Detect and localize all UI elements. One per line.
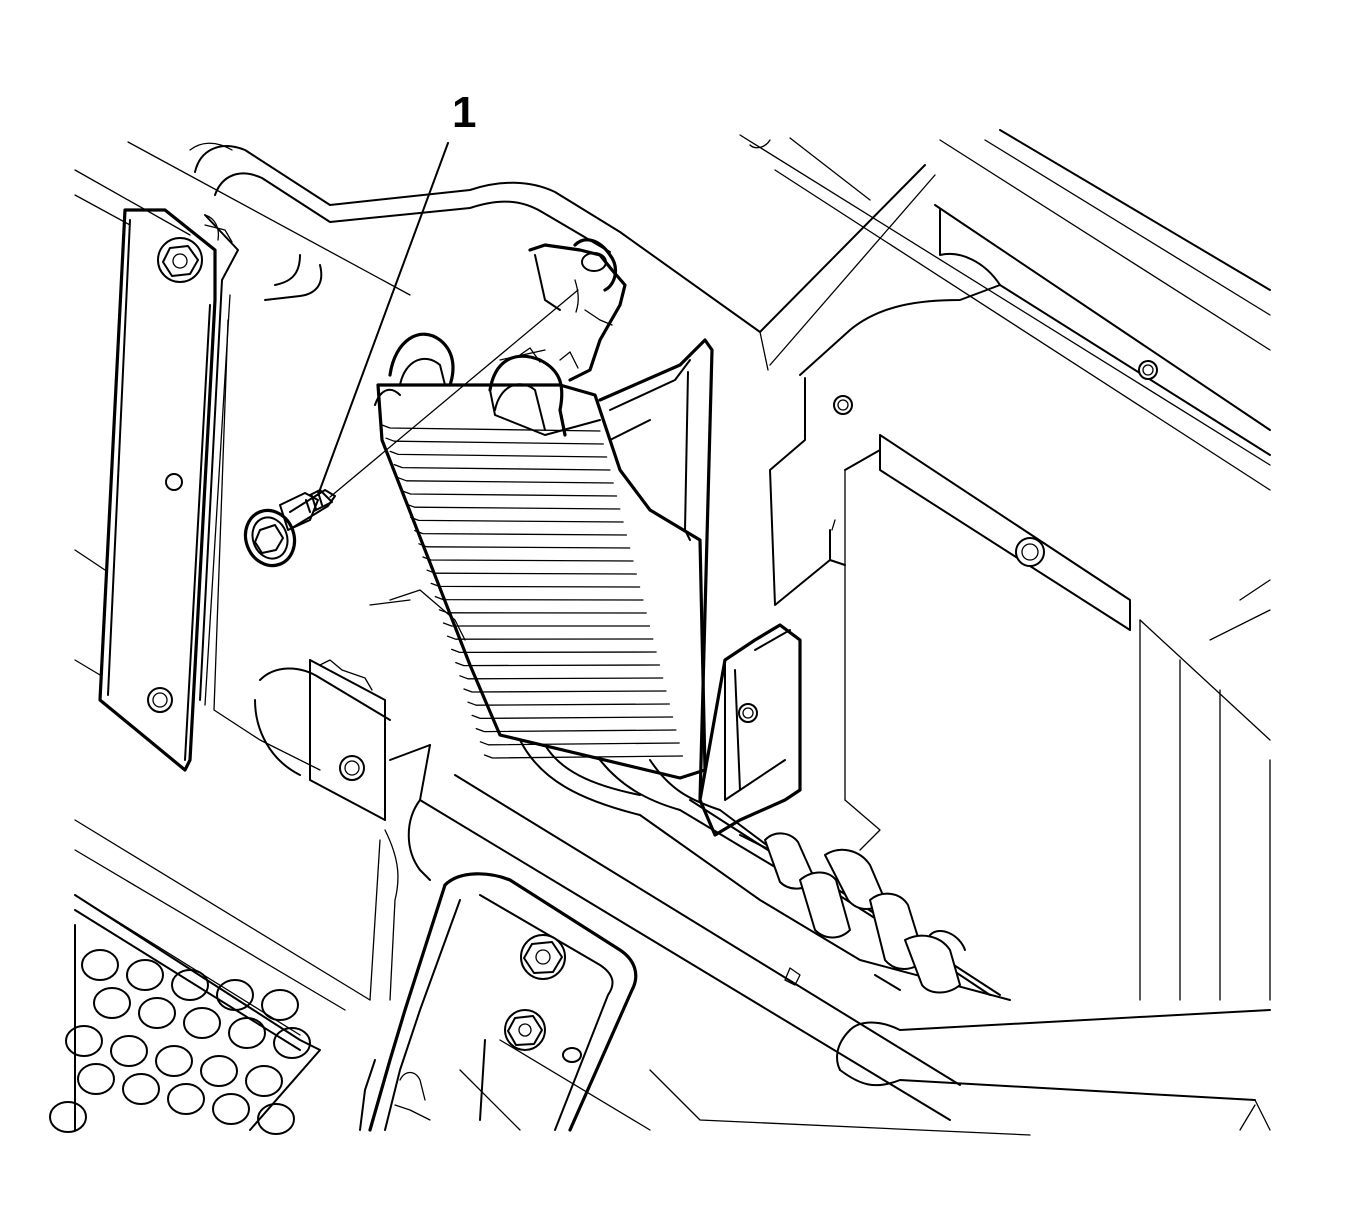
grille-hole <box>273 1027 311 1059</box>
cooler-fin <box>438 609 647 614</box>
grille-hole <box>77 1063 115 1095</box>
grille-hole <box>155 1045 193 1077</box>
cooler-fin <box>459 675 664 680</box>
cooler-fin <box>410 516 624 523</box>
install-line <box>329 289 579 498</box>
cooler-fin <box>451 648 657 654</box>
cooler-fin <box>422 556 634 562</box>
grille-hole <box>167 1083 205 1115</box>
fitting-1 <box>764 832 851 939</box>
top-cooler-bracket <box>499 238 627 382</box>
cooler-fin <box>393 463 611 471</box>
nut-icon <box>1015 537 1045 567</box>
grille-hole <box>200 1055 238 1087</box>
grille-hole <box>81 949 119 981</box>
cooler-fin <box>483 754 684 759</box>
left-lower-bracket <box>254 589 466 821</box>
cooler-lines <box>519 739 1011 1001</box>
cooler-fin <box>467 701 670 706</box>
nut-icon <box>157 237 203 283</box>
grille-hole <box>245 1065 283 1097</box>
cooler-fin <box>471 714 674 720</box>
grille-hole <box>212 1093 250 1125</box>
lower-center-bracket <box>359 872 638 1132</box>
cooler-fin <box>463 688 667 693</box>
right-cooler-bracket <box>598 338 802 837</box>
grille-hole <box>183 1007 221 1039</box>
callout-1: 1 <box>317 88 476 496</box>
cooler-fin <box>446 635 654 640</box>
grille-hole <box>122 1073 160 1105</box>
background-structure <box>74 129 1271 1136</box>
grille-hole <box>171 969 209 1001</box>
nut-icon <box>520 934 566 980</box>
grille-hole <box>228 1017 266 1049</box>
oil-cooler <box>374 332 707 780</box>
grille-hole <box>261 989 299 1021</box>
cooler-fin <box>479 741 680 746</box>
grille-hole <box>257 1103 295 1135</box>
grille-hole <box>49 1101 87 1133</box>
cooler-fin <box>414 529 628 536</box>
cooler-fin <box>434 595 644 601</box>
cooler-fin <box>385 437 604 445</box>
cooler-fin <box>401 490 618 497</box>
cooler-fin <box>430 582 641 588</box>
cooler-fins <box>381 424 684 759</box>
cooler-fin <box>381 424 601 432</box>
cooler-fin <box>426 569 637 575</box>
cooler-fin <box>455 661 661 667</box>
grille-hole <box>93 987 131 1019</box>
grille-hole <box>138 997 176 1029</box>
bolt-icon <box>243 489 336 568</box>
fitting-2 <box>824 848 961 994</box>
grille-hole <box>126 959 164 991</box>
perforated-grille <box>49 894 321 1135</box>
right-upper-details <box>831 360 1158 567</box>
cooler-fin <box>418 543 631 549</box>
cooler-fin <box>405 503 621 510</box>
leader-line <box>317 142 449 496</box>
grille-hole <box>65 1025 103 1057</box>
grille-hole <box>110 1035 148 1067</box>
cooler-fin <box>442 622 651 627</box>
callout-label: 1 <box>452 88 476 137</box>
cooler-fin <box>475 727 677 733</box>
left-mounting-bracket <box>98 208 321 772</box>
cooler-fin <box>397 477 614 484</box>
grille-hole <box>216 979 254 1011</box>
nut-icon <box>504 1009 546 1051</box>
cooler-fin <box>389 450 608 458</box>
